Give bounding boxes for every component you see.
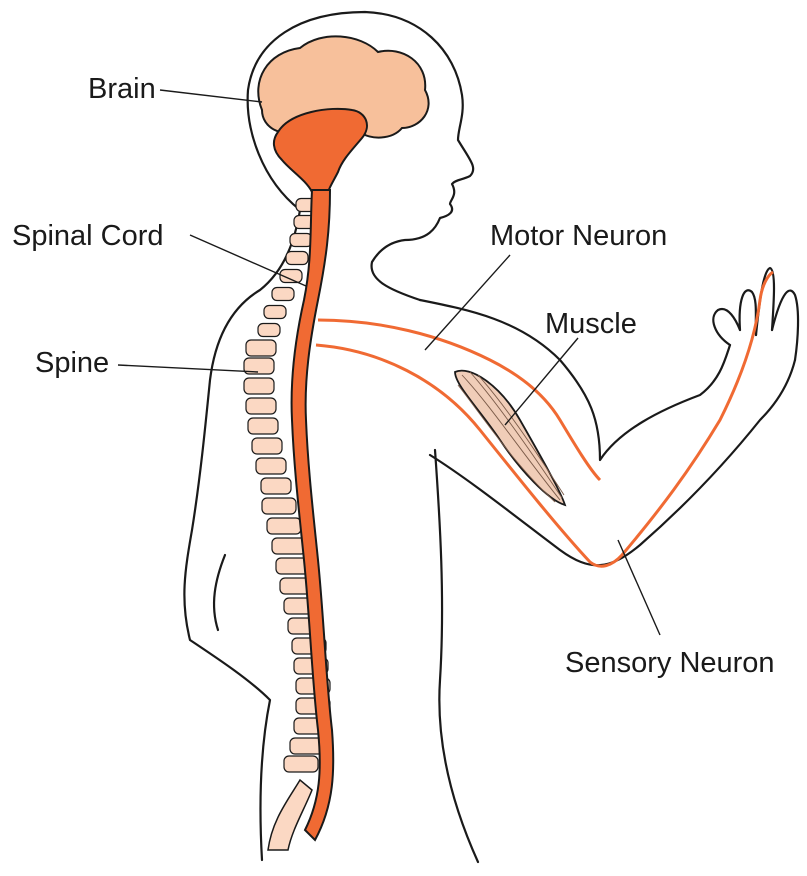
sensory-neuron-leader — [618, 540, 660, 635]
vertebra — [252, 438, 282, 454]
muscle-leader — [505, 338, 578, 425]
spine-leader — [118, 365, 258, 372]
vertebra — [248, 418, 278, 434]
vertebra — [272, 288, 294, 301]
label-muscle: Muscle — [545, 308, 637, 340]
vertebra — [264, 306, 286, 319]
label-motor-neuron: Motor Neuron — [490, 220, 667, 252]
vertebra — [246, 340, 276, 356]
vertebra — [267, 518, 301, 534]
motor-neuron-leader — [425, 255, 510, 350]
vertebra — [244, 378, 274, 394]
vertebra — [261, 478, 291, 494]
label-spine: Spine — [35, 347, 109, 379]
brainstem — [274, 109, 367, 192]
label-brain: Brain — [88, 73, 156, 105]
vertebra — [284, 756, 318, 772]
label-sensory-neuron: Sensory Neuron — [565, 647, 775, 679]
label-spinal-cord: Spinal Cord — [12, 220, 164, 252]
vertebra — [246, 398, 276, 414]
tailbone — [268, 780, 312, 850]
vertebra — [286, 252, 308, 265]
vertebra — [258, 324, 280, 337]
vertebra — [262, 498, 296, 514]
vertebra — [256, 458, 286, 474]
vertebra — [272, 538, 306, 554]
motor-neuron — [318, 320, 600, 480]
vertebra — [290, 234, 312, 247]
